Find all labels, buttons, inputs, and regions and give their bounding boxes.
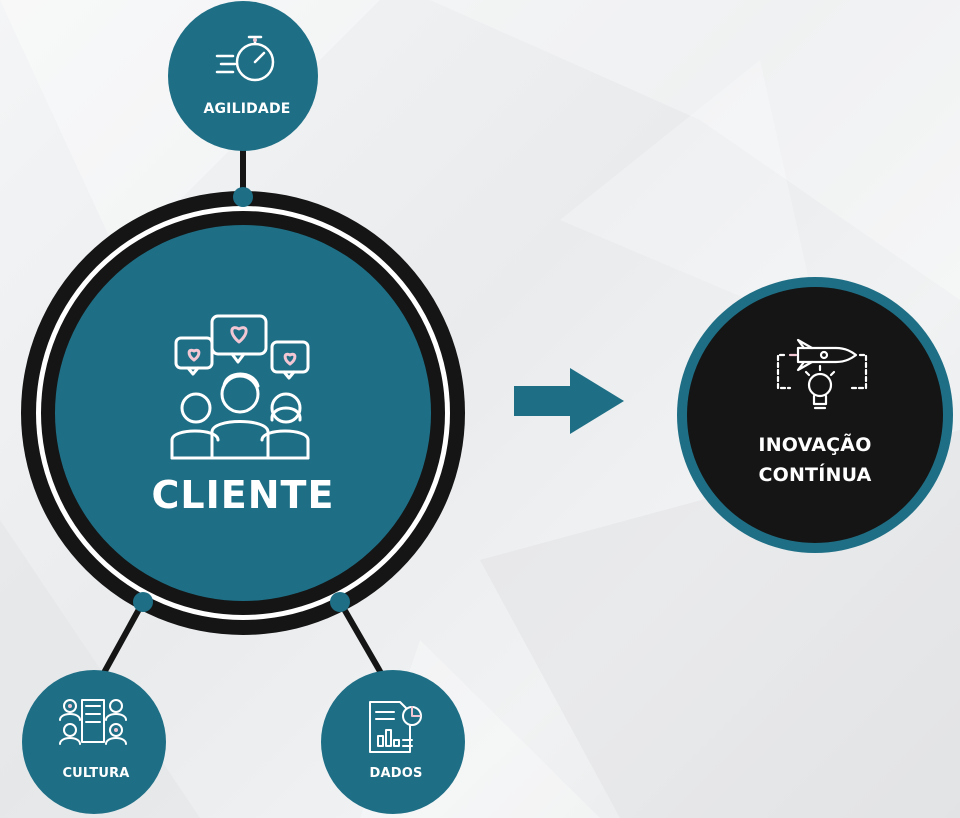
inovacao-label-line1: INOVAÇÃO <box>758 434 872 456</box>
inovacao-label-line2: CONTÍNUA <box>758 464 872 486</box>
inovacao-label: INOVAÇÃO CONTÍNUA <box>680 430 950 490</box>
data-report-icon <box>369 701 422 753</box>
connector-dot-cultura <box>133 592 153 612</box>
connector-cultura <box>97 600 146 682</box>
cliente-label: CLIENTE <box>151 473 335 517</box>
connector-dot-agilidade <box>233 187 253 207</box>
dados-label: DADOS <box>369 766 423 781</box>
stopwatch-icon <box>215 35 275 82</box>
cultura-label: CULTURA <box>62 766 130 781</box>
customer-love-icon <box>170 314 310 460</box>
rocket-lightbulb-cycle-icon <box>776 338 868 410</box>
inovacao-node <box>677 277 953 553</box>
connector-dot-dados <box>330 592 350 612</box>
team-culture-icon <box>59 699 127 745</box>
arrow-right-icon <box>514 368 624 434</box>
agilidade-label: AGILIDADE <box>203 101 291 117</box>
connector-dados <box>337 600 388 682</box>
